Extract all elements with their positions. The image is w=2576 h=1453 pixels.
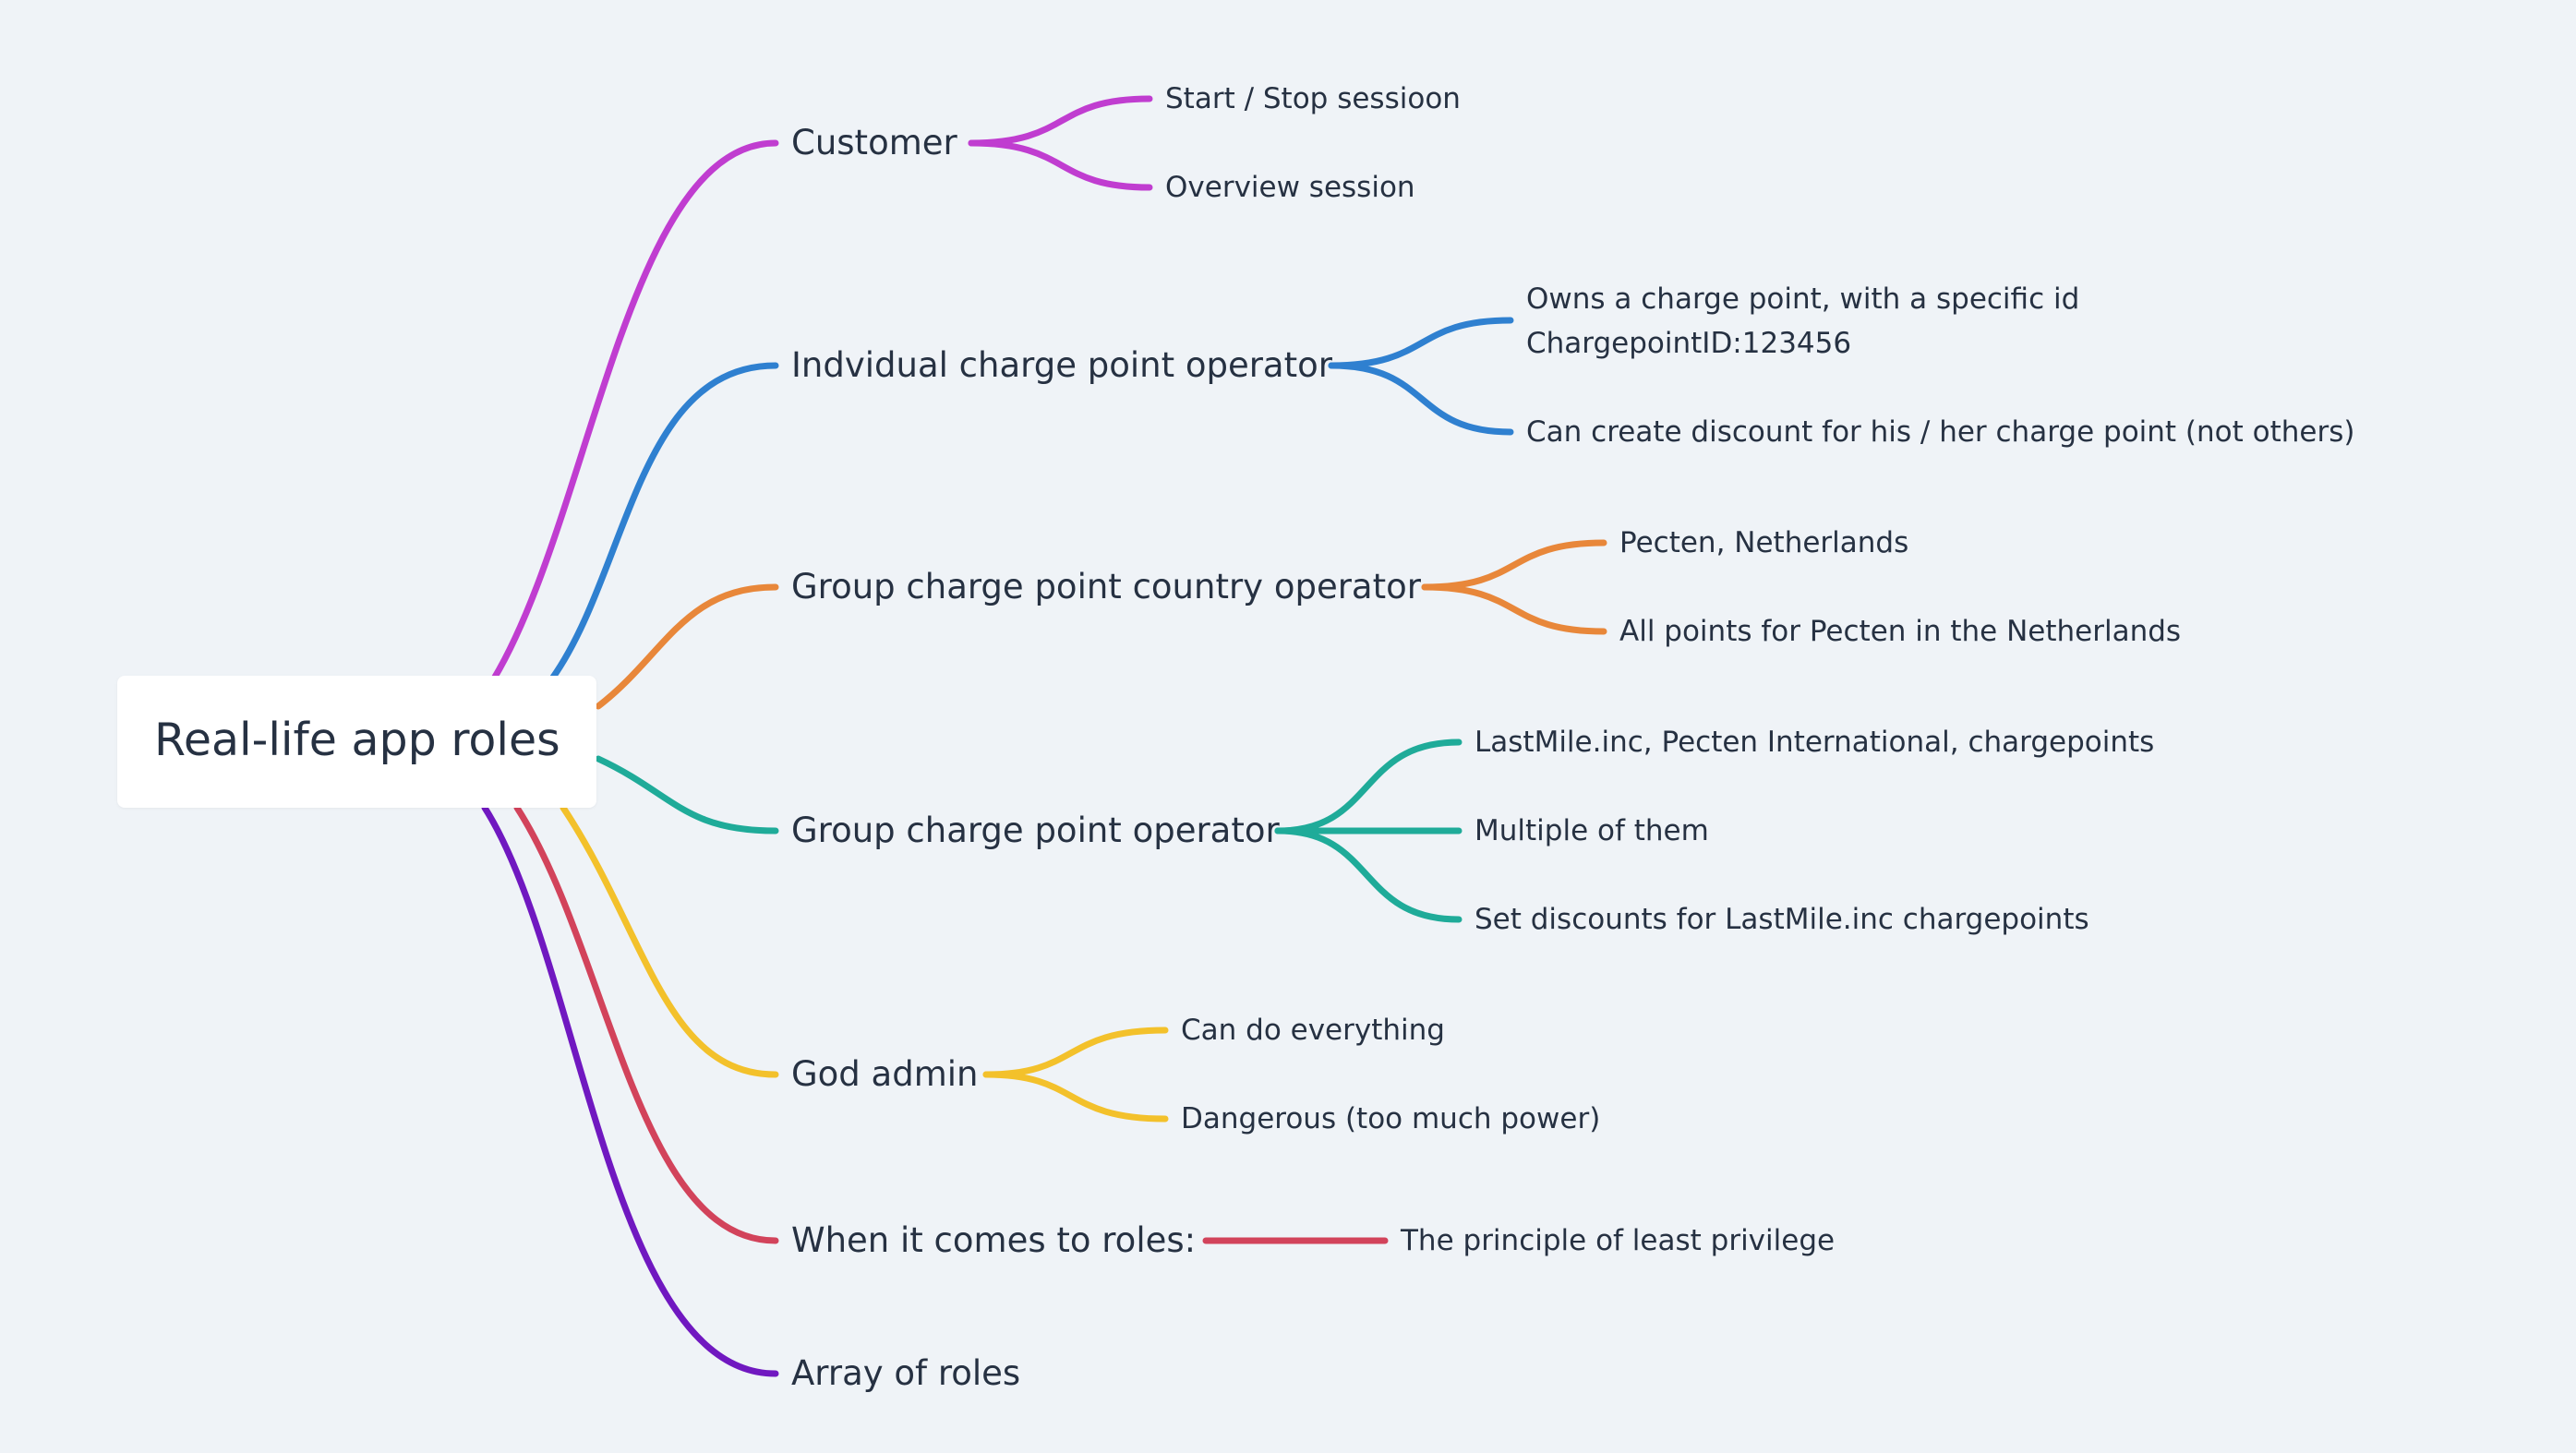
leaf-multiple-of-them[interactable]: Multiple of them	[1475, 814, 1709, 847]
branch-customer[interactable]: Customer	[791, 123, 957, 162]
branch-god-admin[interactable]: God admin	[791, 1054, 979, 1094]
connector-individual-leaf-1	[1328, 317, 1514, 369]
connector-customer	[490, 139, 779, 682]
connector-individual-leaf-2	[1328, 362, 1514, 436]
connector-group-leaf-1	[1274, 739, 1463, 835]
connector-country-leaf-1	[1421, 539, 1607, 591]
leaf-set-discounts[interactable]: Set discounts for LastMile.inc chargepoi…	[1475, 903, 2089, 936]
leaf-overview-session[interactable]: Overview session	[1165, 171, 1415, 204]
branch-when-it-comes-to-roles[interactable]: When it comes to roles:	[791, 1220, 1197, 1260]
branch-array-of-roles[interactable]: Array of roles	[791, 1353, 1021, 1393]
leaf-can-do-everything[interactable]: Can do everything	[1181, 1014, 1445, 1047]
connector-group	[595, 755, 779, 835]
root-title: Real-life app roles	[154, 714, 560, 766]
branch-country-operator[interactable]: Group charge point country operator	[791, 567, 1421, 606]
connector-array	[481, 804, 779, 1377]
leaf-all-points-pecten[interactable]: All points for Pecten in the Netherlands	[1619, 615, 2182, 648]
connector-group-leaf-3	[1274, 827, 1463, 923]
leaf-create-discount[interactable]: Can create discount for his / her charge…	[1526, 415, 2355, 449]
leaf-chargepoint-id[interactable]: ChargepointID:123456	[1526, 327, 1852, 360]
leaf-pecten-netherlands[interactable]: Pecten, Netherlands	[1619, 526, 1909, 559]
branch-individual-operator[interactable]: Indvidual charge point operator	[791, 345, 1332, 385]
connector-customer-leaf-2	[968, 139, 1153, 191]
connector-roles-principle	[513, 804, 779, 1244]
leaf-least-privilege[interactable]: The principle of least privilege	[1401, 1224, 1836, 1257]
connector-god-admin	[560, 804, 779, 1078]
leaf-start-stop-session[interactable]: Start / Stop sessioon	[1165, 82, 1461, 115]
connector-god-admin-leaf-1	[982, 1027, 1169, 1078]
connector-country	[595, 583, 779, 710]
connector-customer-leaf-1	[968, 95, 1153, 147]
root-node[interactable]: Real-life app roles	[117, 676, 596, 808]
branch-group-operator[interactable]: Group charge point operator	[791, 811, 1280, 850]
connector-individual	[548, 362, 779, 682]
leaf-owns-charge-point[interactable]: Owns a charge point, with a specific id	[1526, 282, 2080, 316]
leaf-dangerous[interactable]: Dangerous (too much power)	[1181, 1102, 1601, 1135]
leaf-lastmile-chargepoints[interactable]: LastMile.inc, Pecten International, char…	[1475, 726, 2155, 759]
connector-country-leaf-2	[1421, 583, 1607, 635]
connector-god-admin-leaf-2	[982, 1071, 1169, 1123]
